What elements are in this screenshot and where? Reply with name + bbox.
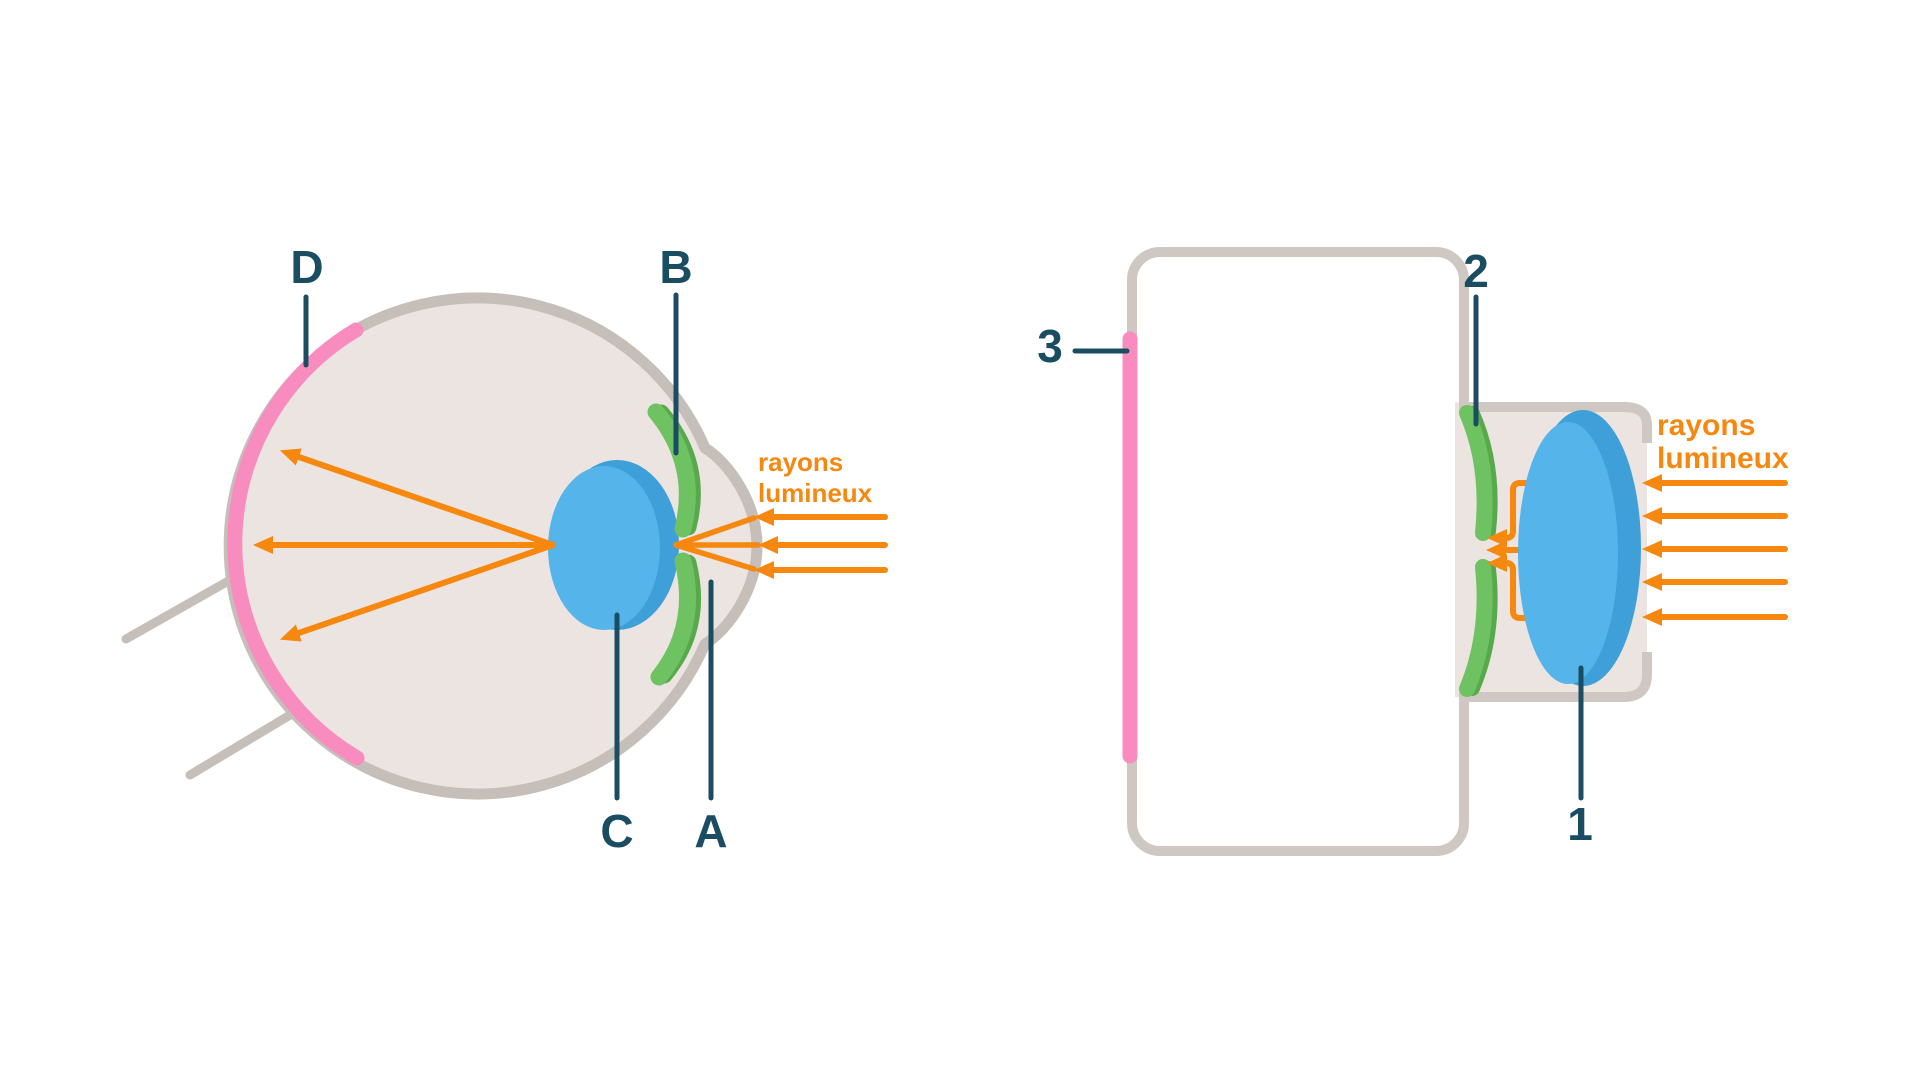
label-film-3: 3 <box>1037 320 1063 372</box>
light-rays-caption-right-line1: rayons <box>1657 409 1755 442</box>
light-rays-caption-left-line1: rayons <box>758 447 843 477</box>
light-rays-caption-left-line2: lumineux <box>758 478 873 508</box>
iris-upper <box>647 403 696 538</box>
light-ray-out-bottom <box>279 542 556 642</box>
camera-ray-bend-top <box>1487 480 1529 547</box>
eye-diagram: rayons lumineux D B C A <box>121 241 888 857</box>
diaphragm-upper <box>1459 405 1493 541</box>
camera-ray-bend-bottom <box>1487 554 1529 621</box>
label-iris-B: B <box>659 241 692 293</box>
light-ray-converge-top <box>673 515 757 548</box>
lens-housing-border-top <box>1459 402 1652 443</box>
light-ray-converge-bottom <box>673 542 757 572</box>
eye-muscle-lower <box>185 704 305 780</box>
iris-lower <box>650 552 696 686</box>
camera-diagram: rayons lumineux 3 2 1 <box>1037 245 1789 856</box>
light-rays-caption-right-line2: lumineux <box>1657 442 1789 475</box>
light-ray-out-top <box>279 448 556 548</box>
eye-muscle-upper <box>121 566 251 644</box>
label-lens-C: C <box>600 805 633 857</box>
lens-housing-border-bottom <box>1459 652 1652 702</box>
label-retina-D: D <box>290 241 323 293</box>
eye-lens <box>548 466 660 630</box>
retina-arc <box>227 322 365 766</box>
diaphragm-lower <box>1459 559 1493 697</box>
label-camera-lens-1: 1 <box>1567 798 1593 850</box>
camera-lens <box>1518 422 1618 684</box>
camera-body <box>1127 247 1469 856</box>
label-cornea-A: A <box>694 805 727 857</box>
label-diaphragm-2: 2 <box>1463 245 1489 297</box>
